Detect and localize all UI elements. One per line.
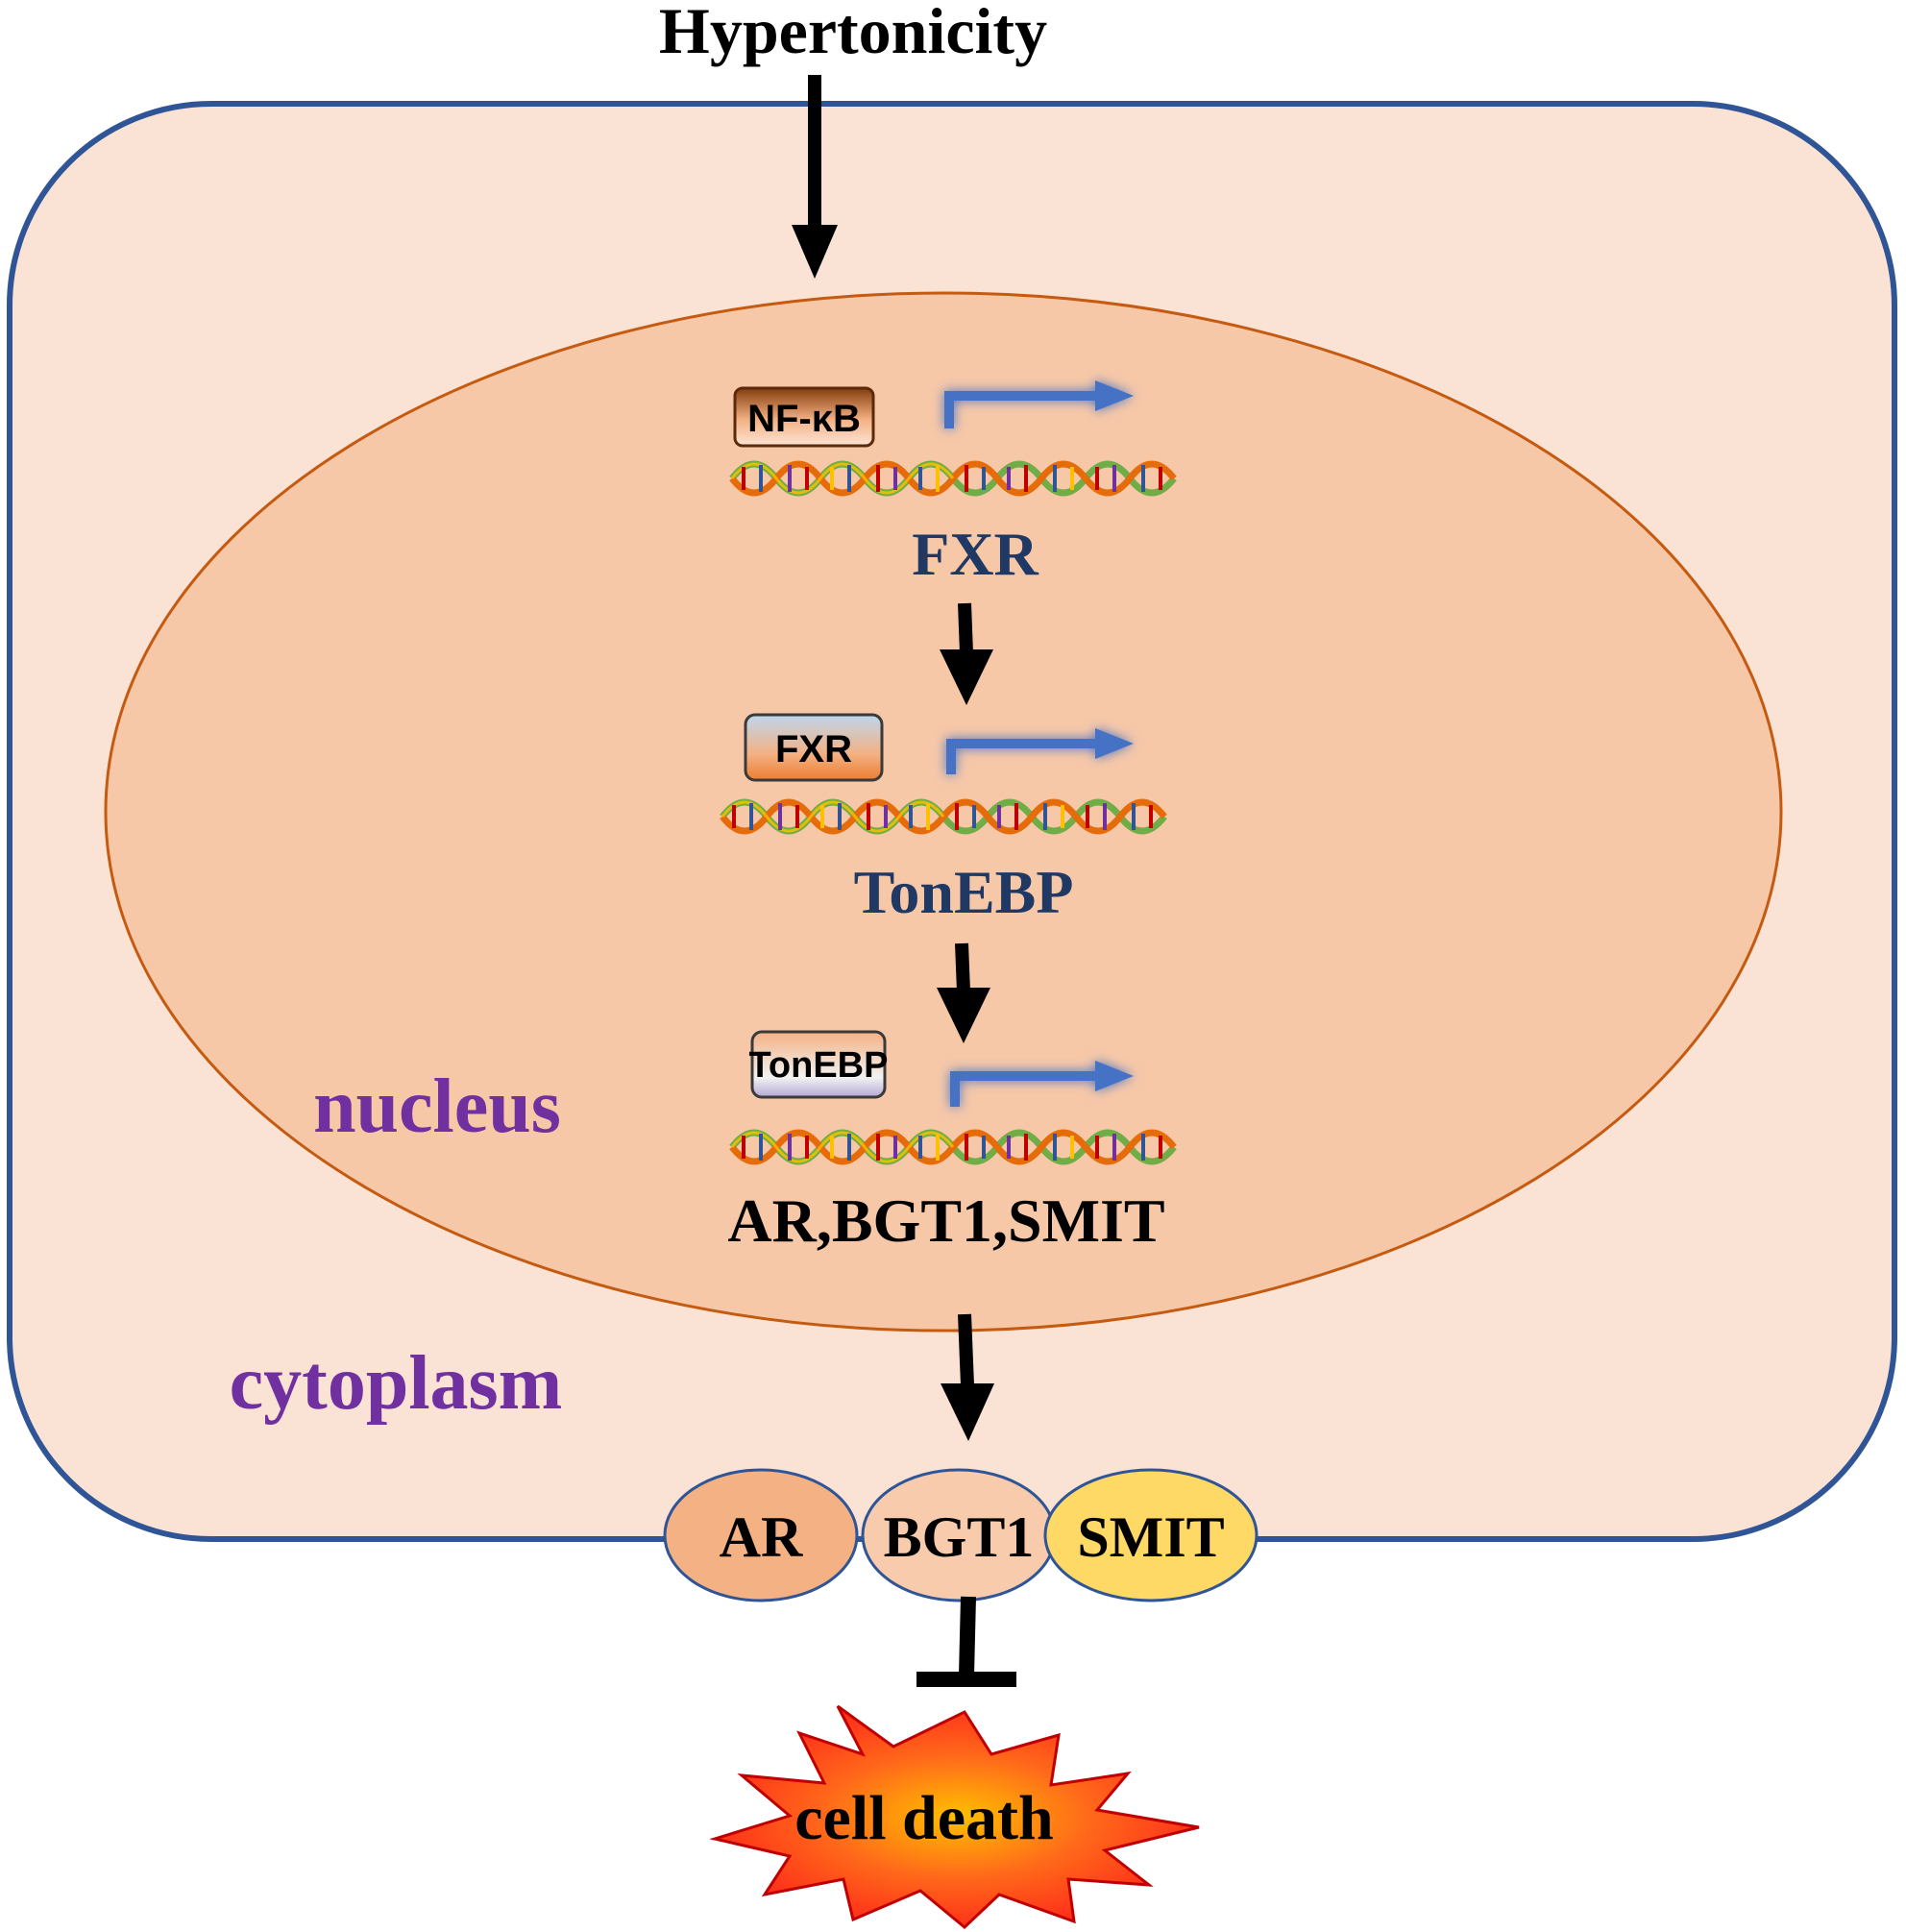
inhibition-bar (916, 1596, 1016, 1687)
step-3: TonEBP AR,BGT1,SMIT (727, 1030, 1174, 1255)
membrane-protein-smit: SMIT (1043, 1468, 1258, 1602)
stimulus-arrow (792, 75, 838, 279)
promoter-arrow (946, 728, 1134, 774)
outcome-label: cell death (794, 1783, 1053, 1853)
membrane-protein-bgt1: BGT1 (861, 1468, 1057, 1602)
promoter-arrow (950, 1061, 1134, 1107)
transcription-factor-fxr (744, 713, 884, 782)
protein-label: SMIT (1077, 1505, 1224, 1569)
step-1: NF-κB FXR (732, 380, 1174, 588)
cell-death-burst: cell death (709, 1704, 1200, 1930)
protein-label: AR (720, 1505, 803, 1569)
gene-label: FXR (912, 520, 1039, 588)
transcription-factor-tonebp (750, 1030, 887, 1099)
arrow-tonebp-to-osmolyte-genes (937, 942, 990, 1043)
transcription-factor-label: TonEBP (749, 1045, 889, 1086)
protein-label: BGT1 (884, 1505, 1035, 1569)
transcription-factor-nfkb (733, 386, 875, 448)
cytoplasm-label: cytoplasm (230, 1341, 563, 1426)
nucleus-label: nucleus (313, 1064, 561, 1149)
stimulus-label: Hypertonicity (659, 0, 1047, 67)
arrow-to-membrane-proteins (941, 1313, 994, 1441)
transcription-factor-label: NF-κB (747, 398, 861, 440)
step-2: FXR TonEBP (722, 713, 1164, 926)
gene-label: TonEBP (854, 858, 1074, 926)
gene-label: AR,BGT1,SMIT (727, 1186, 1164, 1255)
transcription-factor-label: FXR (775, 728, 852, 770)
promoter-arrow (944, 380, 1134, 428)
arrow-fxr-to-tonebp (940, 602, 993, 705)
membrane-protein-ar: AR (663, 1468, 859, 1602)
